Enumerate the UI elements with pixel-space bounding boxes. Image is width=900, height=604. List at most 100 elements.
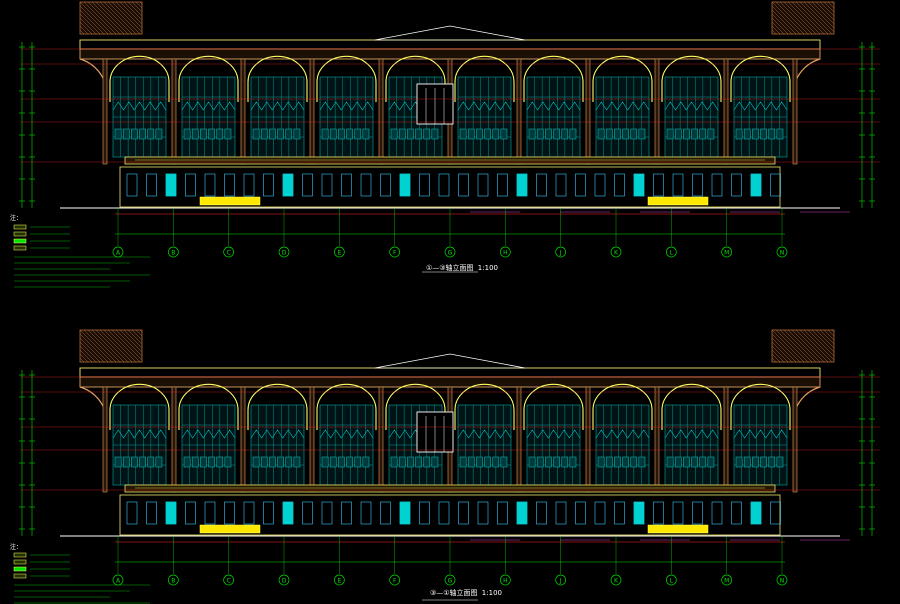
zigzag-band	[595, 101, 650, 111]
glass-door	[399, 173, 411, 197]
panel-tile	[467, 456, 475, 468]
ground-window	[497, 173, 508, 197]
ground-window	[380, 501, 391, 525]
hatch-line	[115, 1, 143, 29]
axis-bubble	[555, 246, 567, 258]
hatch-line	[79, 345, 97, 363]
yellow-plinth-left	[199, 524, 261, 534]
axis-label: C	[227, 250, 231, 257]
panel-tile	[476, 128, 483, 140]
axis-bubble	[444, 246, 456, 258]
panel-tile	[390, 128, 398, 140]
hatch-line	[139, 329, 143, 333]
arch	[109, 55, 170, 102]
right-bracket	[794, 58, 821, 152]
panel-tile	[260, 128, 268, 140]
panel-tile	[492, 456, 500, 468]
column	[240, 386, 246, 493]
hatch-line	[791, 329, 825, 363]
hatch-line	[779, 1, 813, 35]
column-end	[792, 386, 798, 493]
bay-3	[240, 55, 308, 165]
panel-tile	[155, 456, 163, 468]
ground-window	[146, 173, 157, 197]
panel-tile	[484, 128, 491, 140]
column	[102, 386, 108, 493]
ground-window	[614, 501, 625, 525]
panel-tile	[683, 128, 690, 140]
ground-window	[653, 501, 664, 525]
arch	[730, 383, 791, 430]
ground-window	[555, 173, 567, 197]
ground-window	[204, 501, 216, 525]
hatch-line	[771, 333, 801, 363]
panel-tile	[735, 456, 743, 468]
zigzag-band	[526, 101, 581, 111]
hatch-line	[79, 333, 109, 363]
column	[378, 58, 384, 165]
hatch-line	[99, 329, 133, 363]
arch	[661, 383, 722, 430]
pediment	[374, 353, 526, 369]
panel-tile	[260, 456, 268, 468]
hatch-line	[79, 1, 113, 35]
hatch-line	[79, 329, 113, 363]
legend-swatch	[13, 224, 27, 230]
panel-tile	[545, 128, 552, 140]
panel-tile	[131, 128, 138, 140]
bay-9	[654, 383, 722, 493]
zigzag-band	[733, 101, 788, 111]
hatch-line	[787, 329, 821, 363]
hatch-line	[771, 9, 797, 35]
hatch-line	[811, 1, 835, 25]
column	[171, 386, 177, 493]
glass-door	[165, 501, 177, 525]
canopy	[124, 156, 776, 165]
hatch-line	[79, 17, 97, 35]
ground-window	[672, 501, 684, 525]
right-bracket	[794, 386, 821, 480]
panel-tile	[131, 456, 138, 468]
hatch-line	[787, 1, 821, 35]
hatch-line	[79, 337, 105, 363]
ground-window	[204, 173, 216, 197]
panel-tile	[597, 128, 605, 140]
arch	[247, 55, 308, 102]
arch	[730, 55, 791, 102]
ground-window	[458, 501, 469, 525]
ground-window	[614, 173, 625, 197]
hatch-line	[111, 1, 143, 33]
panel-tile	[208, 456, 215, 468]
column	[171, 58, 177, 165]
bay-2	[171, 383, 239, 493]
hatch-line	[771, 5, 801, 35]
zigzag-band	[457, 101, 512, 111]
zigzag-band	[112, 101, 167, 111]
arch	[523, 55, 584, 102]
hatch-line	[83, 329, 117, 363]
panel-tile	[191, 128, 199, 140]
panel-tile	[683, 456, 690, 468]
axis-label: K	[614, 250, 619, 257]
panel-tile	[200, 128, 207, 140]
panel-tile	[321, 456, 329, 468]
legend-swatch	[13, 573, 27, 579]
bay-1	[102, 383, 170, 493]
panel-tile	[277, 456, 284, 468]
axis-bubble	[389, 574, 401, 586]
hatch-line	[107, 1, 141, 35]
ground-window	[321, 501, 333, 525]
ground-window	[263, 501, 274, 525]
ground-window	[711, 501, 723, 525]
glass-door	[750, 501, 762, 525]
hatch-line	[79, 349, 93, 363]
ground-window	[692, 173, 703, 197]
axis-bubble	[721, 246, 733, 258]
ground-window	[126, 173, 138, 197]
hatch-line	[819, 329, 835, 345]
bay-8	[585, 55, 653, 165]
panel-tile	[423, 456, 431, 468]
panel-tile	[329, 128, 337, 140]
left-bracket	[79, 58, 106, 152]
hatch-line	[771, 13, 793, 35]
